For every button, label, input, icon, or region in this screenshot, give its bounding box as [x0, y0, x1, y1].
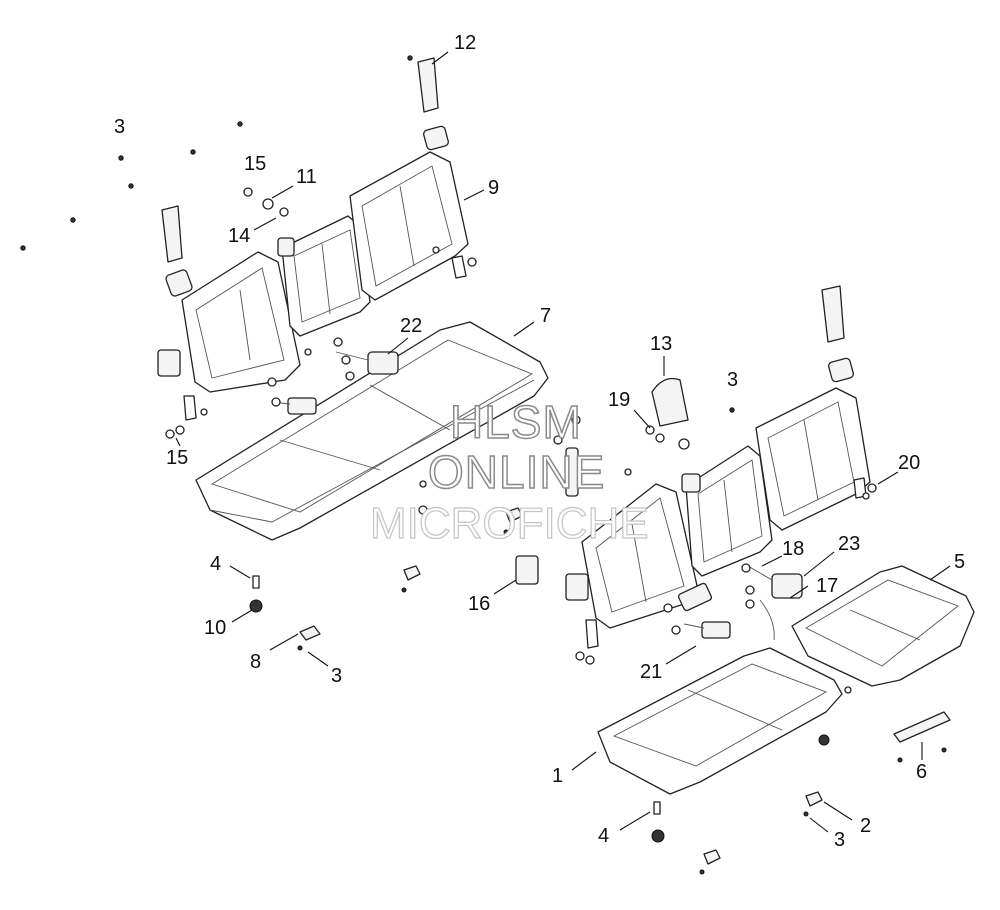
callout-23: 23: [838, 533, 860, 555]
callout-15: 15: [166, 447, 188, 469]
callout-20: 20: [898, 452, 920, 474]
callout-13: 13: [650, 333, 672, 355]
callout-labels: 12 3 15 11 9 14 22 7 13 3 19 15 20 4 10 …: [114, 32, 965, 851]
watermark-line-1: HLSM: [450, 396, 582, 448]
callout-3: 3: [727, 369, 738, 391]
callout-3: 3: [331, 665, 342, 687]
lower-belt-buckles: [677, 565, 803, 641]
lower-seat-cushion-left: [597, 647, 843, 795]
leader-lines: [175, 51, 951, 833]
upper-belt-buckles: [271, 351, 579, 497]
callout-6: 6: [916, 761, 927, 783]
callout-15: 15: [244, 153, 266, 175]
callout-2: 2: [860, 815, 871, 837]
watermark-line-2: ONLINE: [428, 446, 605, 498]
callout-12: 12: [454, 32, 476, 54]
lower-seat-backrest-assembly: [515, 285, 871, 649]
upper-seat-backrest-assembly: [157, 57, 469, 421]
callout-3: 3: [114, 116, 125, 138]
hardware-fasteners: [20, 55, 947, 875]
callout-5: 5: [954, 551, 965, 573]
callout-1: 1: [552, 765, 563, 787]
callout-18: 18: [782, 538, 804, 560]
callout-7: 7: [540, 305, 551, 327]
callout-19: 19: [608, 389, 630, 411]
callout-14: 14: [228, 225, 250, 247]
callout-3: 3: [834, 829, 845, 851]
watermark: HLSM ONLINE MICROFICHE: [369, 395, 649, 548]
seat-rail-6: [893, 711, 951, 743]
callout-4: 4: [598, 825, 609, 847]
watermark-line-3: MICROFICHE: [370, 499, 649, 548]
callout-8: 8: [250, 651, 261, 673]
upper-seat-cushion: [195, 321, 549, 541]
callout-4: 4: [210, 553, 221, 575]
callout-16: 16: [468, 593, 490, 615]
callout-22: 22: [400, 315, 422, 337]
callout-21: 21: [640, 661, 662, 683]
callout-9: 9: [488, 177, 499, 199]
callout-11: 11: [296, 166, 317, 188]
callout-10: 10: [204, 617, 226, 639]
lower-seat-cushion-right: [791, 565, 975, 687]
callout-17: 17: [816, 575, 838, 597]
